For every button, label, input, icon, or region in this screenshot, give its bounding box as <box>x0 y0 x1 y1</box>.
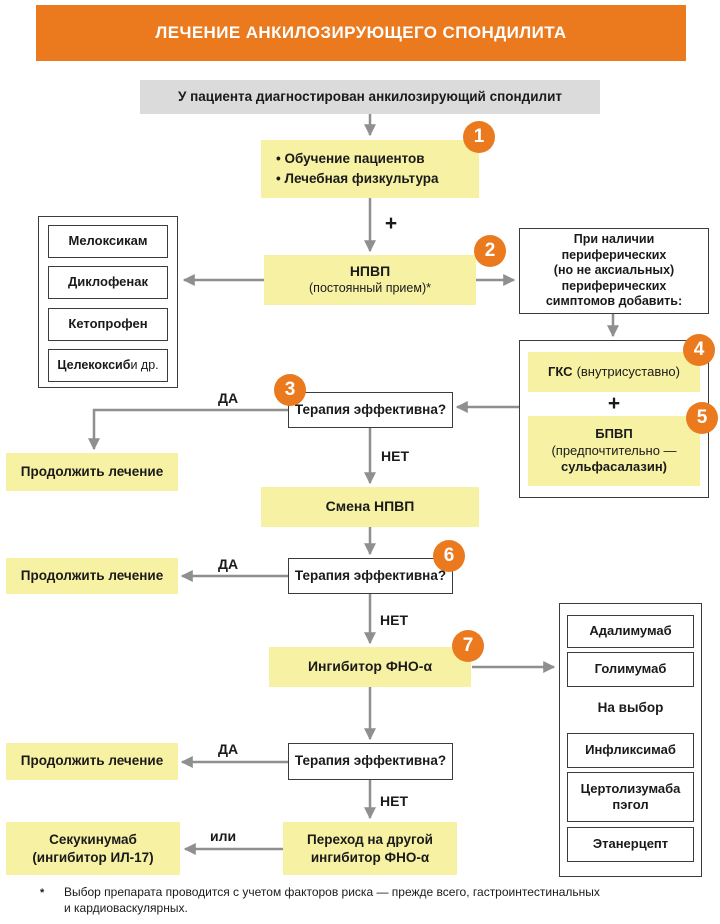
step-badge-1: 1 <box>463 121 495 153</box>
yes-label-3: ДА <box>218 741 239 757</box>
footnote: * Выбор препарата проводится с учетом фа… <box>40 884 704 916</box>
secukinumab-node: Секукинумаб (ингибитор ИЛ-17) <box>6 822 180 875</box>
step-badge-3: 3 <box>274 374 306 406</box>
footnote-line: и кардиоваскулярных. <box>64 901 188 915</box>
tnf-inhibitor-node: Ингибитор ФНО-α <box>269 647 471 687</box>
peripheral-line: периферических <box>561 247 667 262</box>
footnote-line: Выбор препарата проводится с учетом факт… <box>64 885 600 899</box>
drug-suffix: и др. <box>130 357 159 372</box>
plus-sign-top: + <box>384 212 398 235</box>
gks-subtitle: (внутрисуставно) <box>576 363 680 379</box>
step-badge-7: 7 <box>452 630 484 662</box>
drug-name: Мелоксикам <box>68 233 148 249</box>
tnf-drug-infliximab: Инфликсимаб <box>567 733 694 768</box>
plus-sign-gks: + <box>607 392 621 415</box>
continue-treatment-3: Продолжить лечение <box>6 743 178 780</box>
switch-nsaid-node: Смена НПВП <box>261 487 479 527</box>
nsaid-title: НПВП <box>349 263 391 280</box>
yes-label-2: ДА <box>218 556 239 572</box>
nsaid-drug-meloxicam: Мелоксикам <box>48 225 168 258</box>
dmard-line: сульфасалазин) <box>560 459 668 475</box>
switch-tnf-line: Переход на другой <box>307 831 433 847</box>
continue-treatment-2: Продолжить лечение <box>6 558 178 594</box>
switch-tnf-line: ингибитор ФНО-α <box>310 849 430 865</box>
drug-name: Голимумаб <box>594 661 667 677</box>
peripheral-note-node: При наличии периферических (но не аксиал… <box>519 228 709 314</box>
peripheral-line: (но не аксиальных) <box>553 263 675 278</box>
drug-name: Кетопрофен <box>68 316 148 332</box>
tnf-drug-etanercept: Этанерцепт <box>567 827 694 862</box>
no-label-1: НЕТ <box>381 448 409 464</box>
step-badge-5: 5 <box>686 402 718 434</box>
continue-treatment-1: Продолжить лечение <box>6 453 178 491</box>
dmard-title: БПВП <box>595 425 633 441</box>
page-title: ЛЕЧЕНИЕ АНКИЛОЗИРУЮЩЕГО СПОНДИЛИТА <box>36 5 686 61</box>
therapy-question-2: Терапия эффективна? <box>288 558 453 594</box>
drug-name: Цертолизумаба <box>580 780 681 796</box>
peripheral-line: периферических <box>561 278 667 293</box>
nsaid-subtitle: (постоянный прием)* <box>309 280 431 295</box>
nsaid-drug-celecoxib: Целекоксиб и др. <box>48 349 168 382</box>
secukinumab-line: (ингибитор ИЛ-17) <box>32 849 154 865</box>
or-label: или <box>210 828 237 844</box>
start-node: У пациента диагностирован анкилозирующий… <box>140 80 600 114</box>
dmard-node: БПВП (предпочтительно — сульфасалазин) <box>528 416 700 486</box>
footnote-asterisk: * <box>40 887 45 899</box>
nsaid-drug-diclofenac: Диклофенак <box>48 266 168 299</box>
no-label-3: НЕТ <box>380 793 408 809</box>
gks-node: ГКС (внутрисуставно) <box>528 352 700 392</box>
tnf-drug-certolizumab: Цертолизумаба пэгол <box>567 772 694 822</box>
choice-label: На выбор <box>597 699 664 715</box>
tnf-drug-adalimumab: Адалимумаб <box>567 615 694 648</box>
nsaid-node: НПВП (постоянный прием)* <box>264 255 476 305</box>
secukinumab-line: Секукинумаб <box>49 831 137 847</box>
nsaid-drug-ketoprofen: Кетопрофен <box>48 308 168 341</box>
education-line: • Обучение пациентов <box>276 151 425 167</box>
step-badge-6: 6 <box>433 540 465 572</box>
arrow-question1-yes <box>88 408 288 451</box>
education-line: • Лечебная физкультура <box>276 171 439 186</box>
drug-name: Диклофенак <box>68 274 148 290</box>
therapy-question-1: Терапия эффективна? <box>288 392 453 428</box>
education-node: • Обучение пациентов • Лечебная физкульт… <box>261 140 479 198</box>
drug-name: Адалимумаб <box>589 623 672 639</box>
step-badge-2: 2 <box>474 235 506 267</box>
gks-title: ГКС <box>548 363 573 379</box>
no-label-2: НЕТ <box>380 612 408 628</box>
peripheral-line: При наличии <box>573 232 655 247</box>
step-badge-4: 4 <box>683 334 715 366</box>
drug-name: Целекоксиб <box>57 357 131 372</box>
drug-name: Инфликсимаб <box>585 742 676 758</box>
tnf-drug-golimumab: Голимумаб <box>567 652 694 687</box>
peripheral-line: симптомов добавить: <box>545 294 683 309</box>
therapy-question-3: Терапия эффективна? <box>288 743 453 780</box>
drug-name: пэгол <box>612 797 649 812</box>
footnote-text: Выбор препарата проводится с учетом факт… <box>64 884 600 916</box>
drug-name: Этанерцепт <box>592 836 669 852</box>
dmard-line: (предпочтительно — <box>551 442 677 458</box>
switch-tnf-node: Переход на другой ингибитор ФНО-α <box>283 822 457 875</box>
yes-label-1: ДА <box>218 390 239 406</box>
